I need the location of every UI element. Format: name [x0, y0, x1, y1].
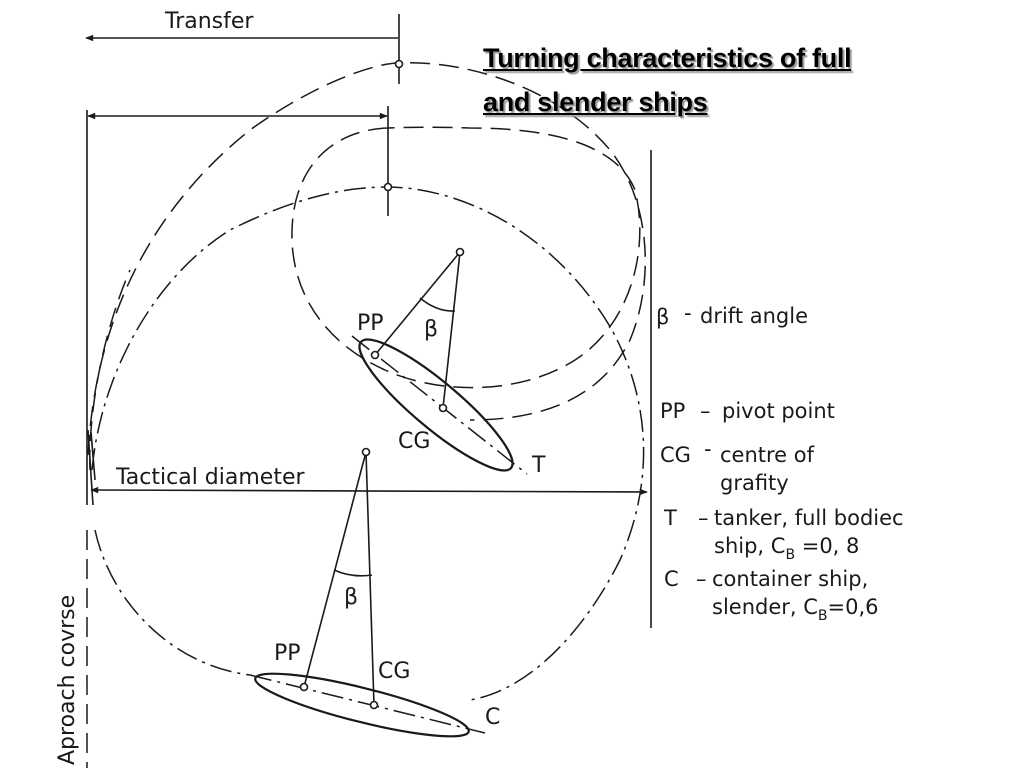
tanker-drift-line-cg [442, 251, 461, 409]
legend-t-symbol: T [663, 506, 677, 530]
legend-t-tail: =0, 8 [795, 534, 859, 558]
legend-c-text1: container ship, [712, 567, 868, 591]
legend-t-text2-main: ship, C [714, 534, 785, 558]
tanker-centre-of-gravity [438, 403, 448, 413]
container-pivot-point [299, 682, 309, 692]
legend-beta-dash: - [684, 301, 692, 325]
legend-c-tail: =0,6 [828, 595, 879, 619]
legend-c-text2: slender, CB=0,6 [712, 595, 879, 624]
container-turning-center [361, 447, 371, 457]
legend-c-sub: B [818, 608, 828, 624]
legend-c-dash: – [696, 567, 707, 591]
tanker-centerline [351, 335, 528, 475]
tanker-pivot-point [370, 350, 380, 360]
tanker-drift-angle-arc [419, 297, 456, 312]
container-drift-angle-arc [333, 569, 373, 577]
tanker-hull [358, 338, 514, 472]
slide-title-line1: Turning characteristics of full [483, 43, 852, 73]
legend-t-sub: B [785, 547, 795, 563]
legend-pp-symbol: PP [660, 399, 685, 423]
legend-cg-dash: - [704, 437, 712, 461]
legend-beta-text: drift angle [700, 304, 808, 328]
slide-title: Turning characteristics of full and slen… [483, 36, 1003, 124]
legend: β - drift angle PP – pivot point CG - ce… [656, 301, 904, 624]
legend-c-text2-main: slender, C [712, 595, 818, 619]
container-drift-line-cg [365, 451, 375, 706]
container-drift-line-pp [303, 451, 367, 688]
container-beta-label: β [344, 585, 358, 610]
container-centerline [249, 674, 486, 734]
legend-c-symbol: C [664, 567, 679, 591]
transfer-label: Transfer [164, 9, 254, 34]
legend-t-dash: – [698, 506, 709, 530]
tactical-diameter-line [90, 486, 648, 496]
tanker-cg-label: CG [398, 429, 430, 454]
legend-pp-text: pivot point [722, 399, 835, 423]
container-cg-label: CG [378, 659, 410, 684]
tanker-inner-circle [291, 126, 641, 389]
transfer-point-tanker [394, 59, 404, 69]
legend-t-text2: ship, CB =0, 8 [714, 534, 859, 563]
legend-t-text1: tanker, full bodiec [714, 506, 904, 530]
tactical-diameter-label: Tactical diameter [115, 465, 305, 490]
approach-course-label: Aproach covrse [55, 595, 80, 765]
approach-transition-curve [89, 269, 131, 471]
container-pp-label: PP [274, 641, 301, 666]
legend-cg-symbol: CG [660, 443, 691, 467]
tanker-pp-label: PP [357, 311, 384, 336]
legend-cg-text1: centre of [720, 443, 815, 467]
container-turning-path [91, 186, 645, 701]
tanker-ship-label: T [531, 453, 546, 478]
container-ship-label: C [485, 705, 500, 730]
tanker-beta-label: β [424, 317, 438, 342]
legend-pp-dash: – [700, 399, 711, 423]
tanker-drift-line-pp [374, 251, 461, 356]
legend-cg-text2: grafity [720, 471, 789, 495]
legend-beta-symbol: β [656, 305, 669, 329]
tanker-turning-center [455, 247, 465, 257]
transfer-point-container [383, 182, 393, 192]
slide-title-line2: and slender ships [483, 87, 708, 117]
container-turning-path-lower [94, 529, 251, 676]
tanker-turning-path [87, 62, 647, 456]
container-hull [254, 672, 470, 738]
container-centre-of-gravity [369, 700, 379, 710]
